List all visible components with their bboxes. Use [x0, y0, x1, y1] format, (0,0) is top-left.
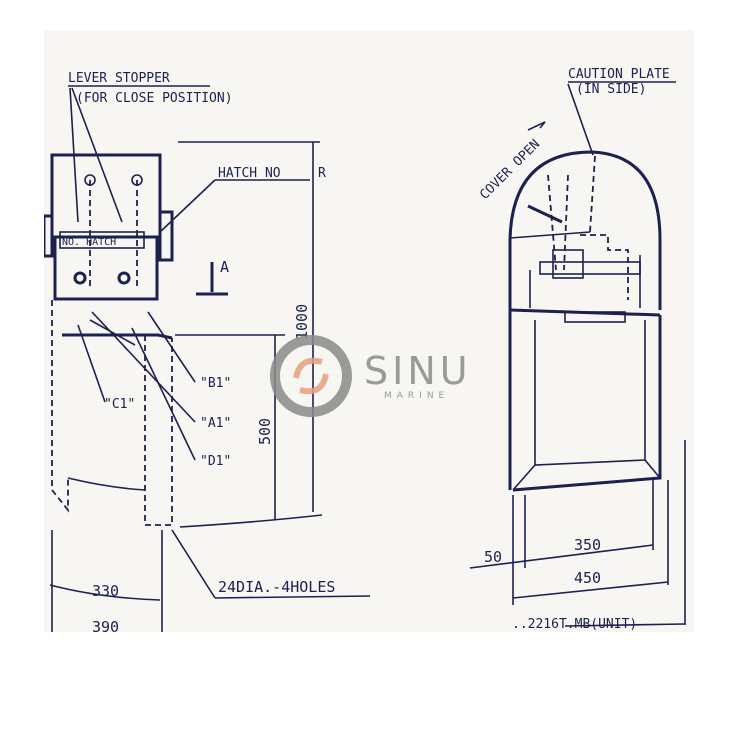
label-a1: "A1"	[200, 416, 231, 431]
dim-50: 50	[484, 548, 502, 566]
hatch-plate-text: NO. HATCH	[62, 237, 116, 248]
dim-1000: 1000	[293, 304, 311, 340]
model-label: ..2216T.MB(UNIT)	[512, 617, 637, 632]
technical-drawing: LEVER STOPPER (FOR CLOSE POSITION) NO. H…	[44, 67, 686, 632]
label-d1: "D1"	[200, 454, 231, 469]
in-side-label: (IN SIDE)	[576, 82, 646, 97]
hatch-no-label: HATCH NO	[218, 166, 281, 181]
close-position-label: (FOR CLOSE POSITION)	[76, 91, 233, 106]
lever-stopper-label: LEVER STOPPER	[68, 71, 170, 86]
dim-350: 350	[574, 536, 601, 554]
caution-plate-label: CAUTION PLATE	[568, 67, 670, 82]
dim-330: 330	[92, 582, 119, 600]
watermark-logo: SINU MARINE	[270, 335, 472, 417]
holes-label: 24DIA.-4HOLES	[218, 578, 335, 596]
watermark-sub: MARINE	[384, 391, 449, 401]
label-c1: "C1"	[104, 397, 135, 412]
right-view: CAUTION PLATE (IN SIDE) COVER OPEN 50 35…	[469, 67, 686, 632]
label-b1: "B1"	[200, 376, 231, 391]
section-mark-a: A	[220, 258, 229, 276]
dim-450: 450	[574, 569, 601, 587]
cover-open-label: COVER OPEN	[477, 137, 543, 203]
watermark-brand: SINU	[364, 349, 472, 393]
dim-500: 500	[256, 418, 274, 445]
dim-390: 390	[92, 618, 119, 632]
left-view: LEVER STOPPER (FOR CLOSE POSITION) NO. H…	[44, 71, 371, 632]
hatch-no-mark: R	[318, 166, 326, 181]
drawing-sheet: LEVER STOPPER (FOR CLOSE POSITION) NO. H…	[44, 30, 694, 632]
